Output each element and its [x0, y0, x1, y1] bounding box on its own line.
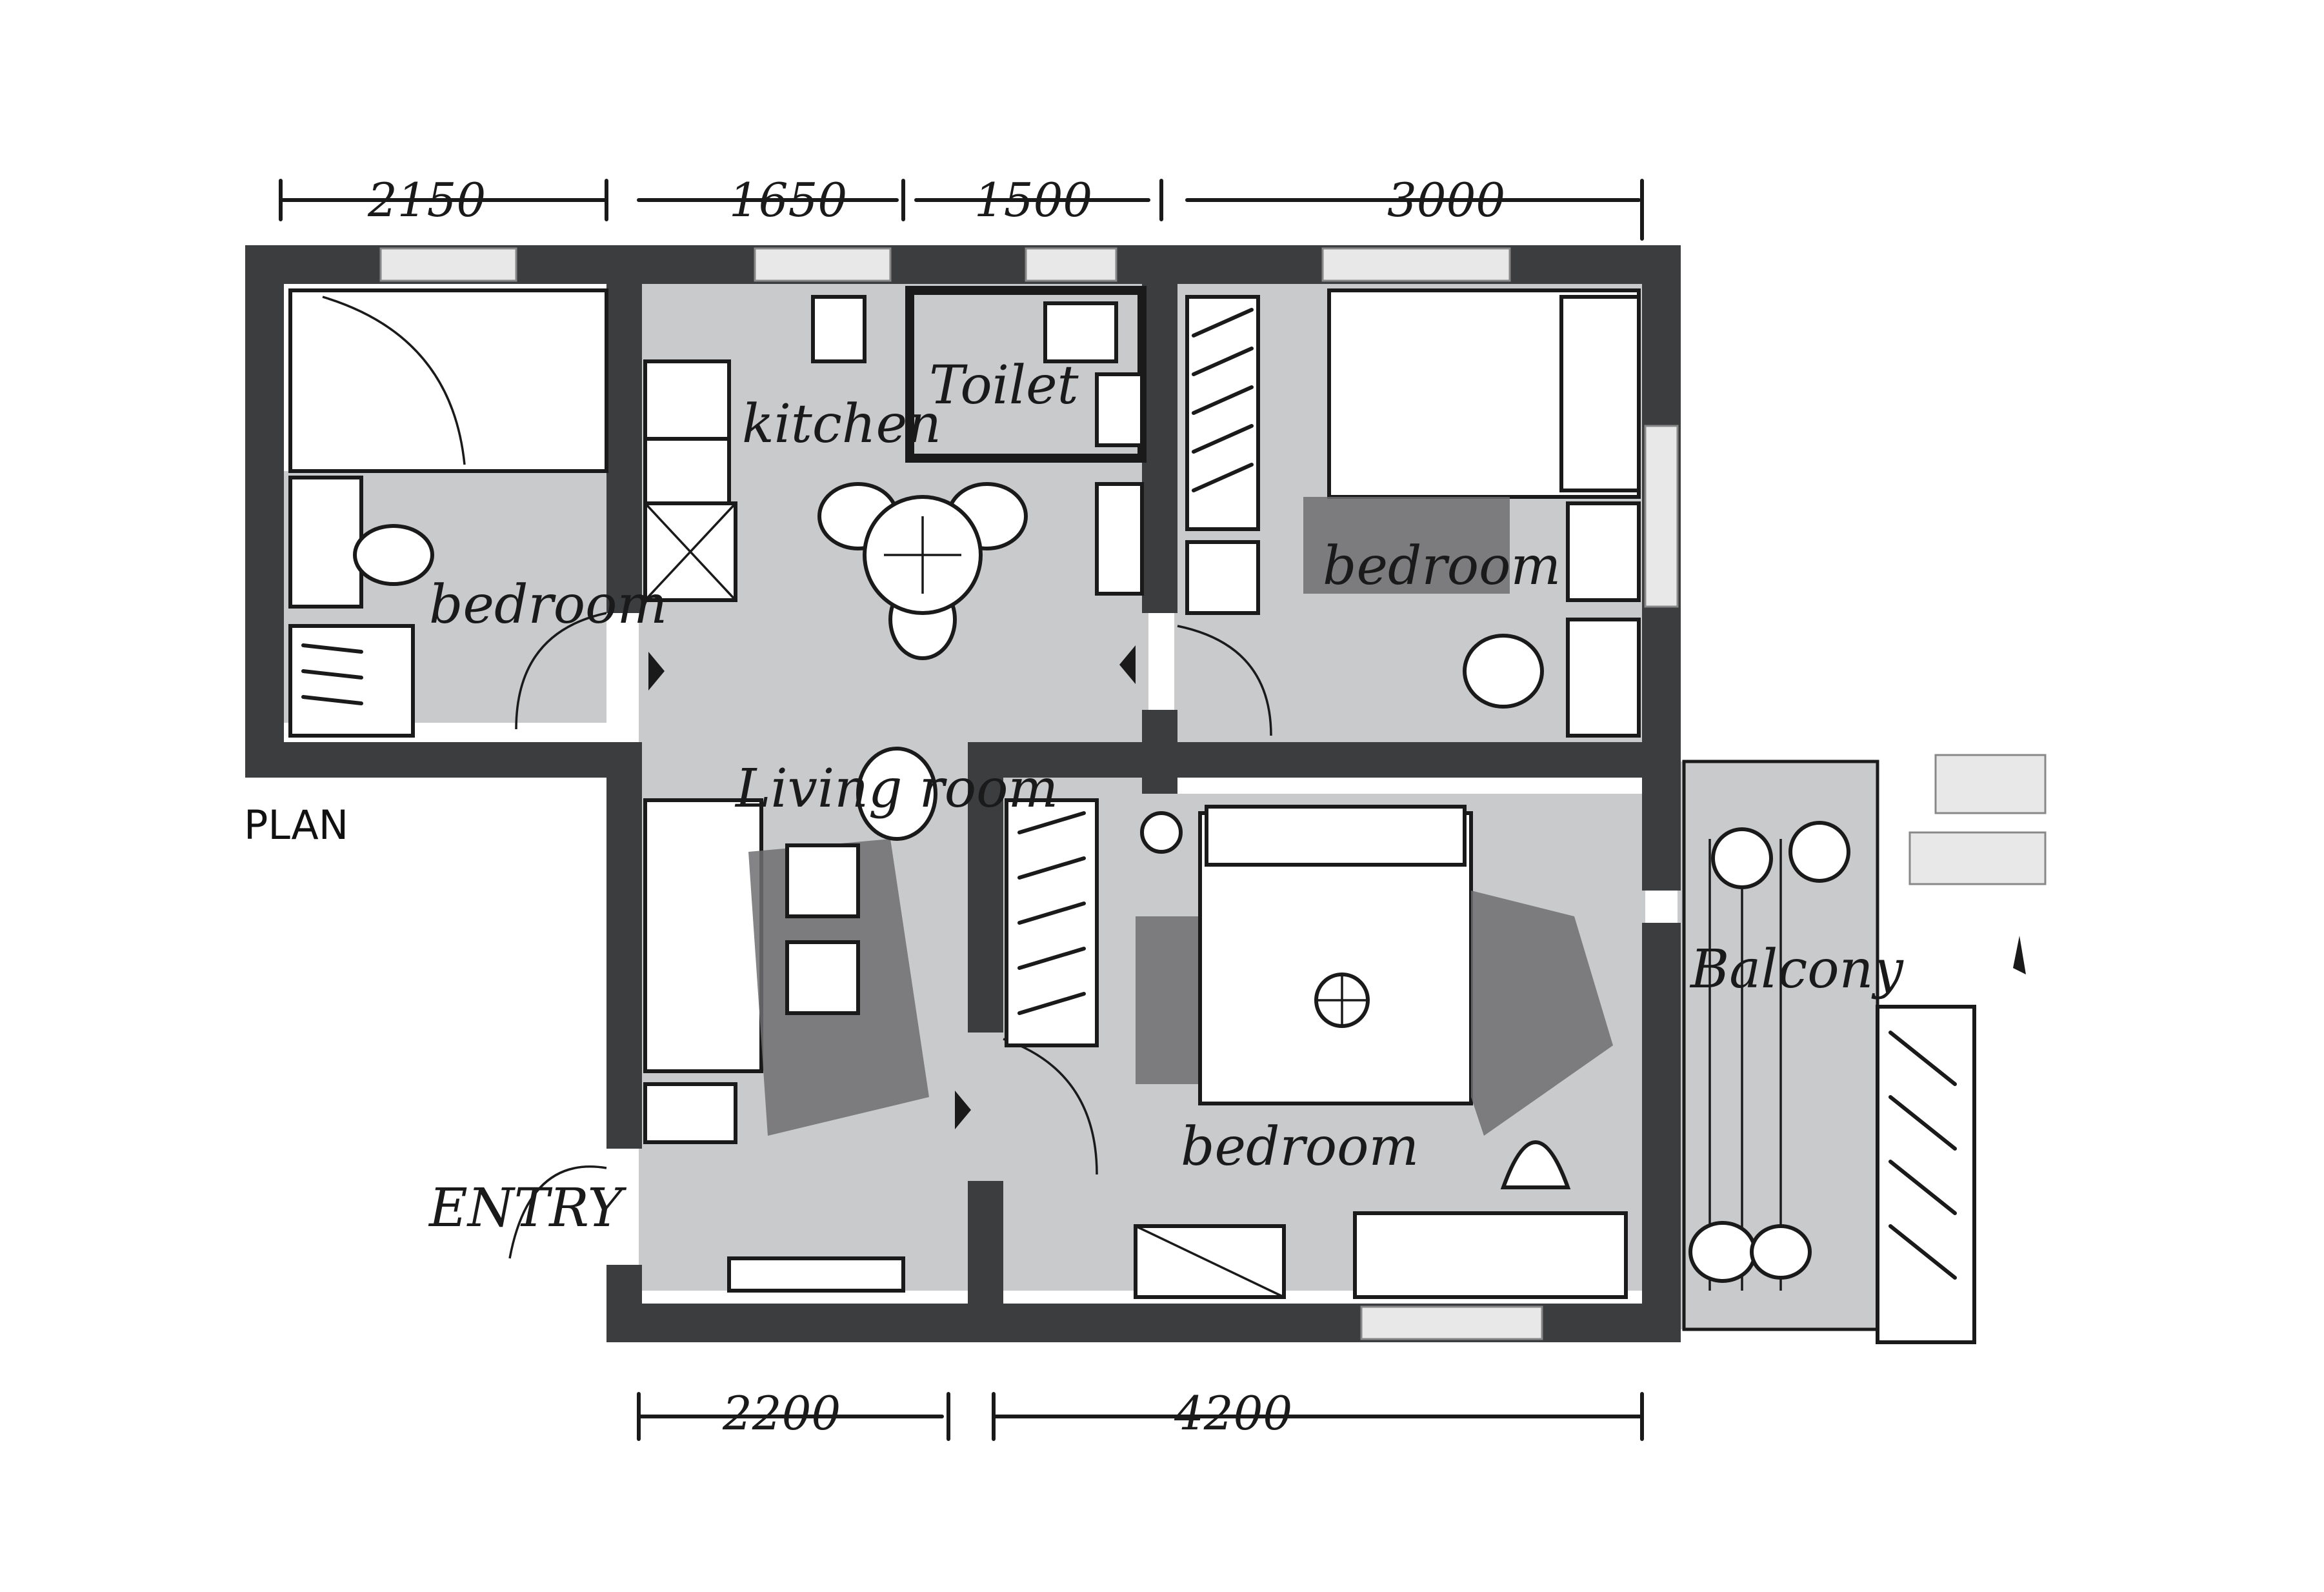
label-living: Living room [734, 758, 1058, 820]
windows [379, 247, 1679, 1340]
main-bedroom-furniture [1005, 798, 1628, 1299]
dim-bottom-2: 4200 [1174, 1386, 1292, 1440]
dimension-lines [279, 179, 1644, 1441]
plan-label: PLAN [244, 801, 348, 849]
toilet-area [905, 286, 1147, 596]
dim-top-2: 1650 [729, 173, 847, 227]
right-bedroom-furniture [1177, 288, 1641, 738]
label-bedroom-left: bedroom [429, 574, 667, 636]
label-bedroom-right: bedroom [1323, 536, 1561, 597]
entry-door-swing [508, 1165, 607, 1259]
label-bedroom-main: bedroom [1181, 1116, 1419, 1178]
dim-top-3: 1500 [974, 173, 1092, 227]
dining-set [817, 482, 1028, 660]
dim-bottom-1: 2200 [722, 1386, 841, 1440]
direction-markers [648, 645, 2026, 1129]
kitchen-furniture [643, 295, 866, 602]
label-balcony: Balcony [1689, 939, 1904, 1000]
dim-top-1: 2150 [367, 173, 486, 227]
label-kitchen: kitchen [742, 394, 941, 455]
dim-top-4: 3000 [1387, 173, 1505, 227]
label-toilet: Toilet [929, 355, 1079, 416]
label-entry: ENTRY [428, 1178, 627, 1239]
balcony-furniture [1682, 754, 2047, 1344]
living-furniture [643, 747, 1098, 1293]
left-bedroom-furniture [288, 288, 608, 738]
